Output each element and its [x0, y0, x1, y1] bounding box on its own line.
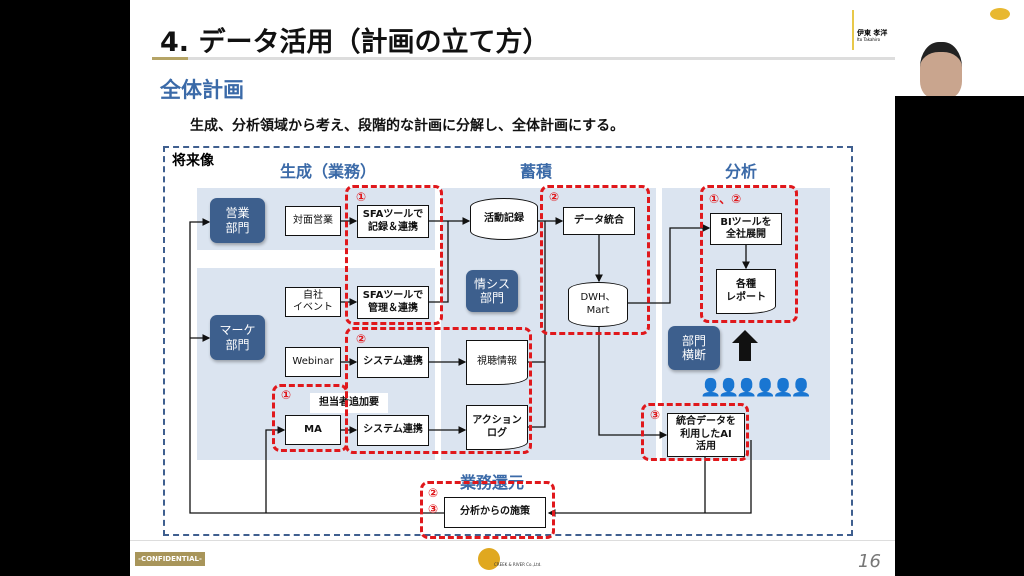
slide-description: 生成、分析領域から考え、段階的な計画に分解し、全体計画にする。	[190, 118, 625, 134]
marker-bi: ①、②	[709, 192, 742, 206]
people-icon: 👤👤👤👤👤👤	[700, 378, 812, 398]
company-name: CREEK & RIVER Co.,Ltd.	[494, 562, 542, 567]
presenter-name-en: Ito Takahiro	[857, 37, 881, 42]
box-bi-tool: BIツールを 全社展開	[710, 213, 782, 245]
page-number: 16	[858, 551, 881, 572]
title-underline-accent	[152, 57, 188, 60]
footer-divider	[130, 540, 895, 541]
future-vision-frame	[163, 146, 853, 536]
label-staff-needed: 担当者追加要	[310, 393, 388, 413]
box-sfa-manage: SFAツールで 管理＆連携	[357, 286, 429, 319]
dept-it: 情シス 部門	[466, 270, 518, 312]
box-data-integration: データ統合	[563, 207, 635, 235]
header-accumulate: 蓄積	[520, 162, 553, 181]
frame-label: 将来像	[172, 153, 214, 169]
marker-syslink: ②	[356, 332, 367, 346]
highlight-system-link	[345, 327, 532, 454]
marker-feedback-2: ②	[428, 486, 439, 500]
highlight-bi	[700, 185, 798, 323]
highlight-ai	[641, 403, 749, 461]
cylinder-activity-log: 活動記録	[470, 198, 538, 240]
box-measures: 分析からの施策	[444, 497, 546, 528]
dept-sales: 営業 部門	[210, 198, 265, 243]
box-ma: MA	[285, 415, 341, 445]
doc-action-log: アクション ログ	[466, 405, 528, 450]
highlight-integration	[540, 185, 650, 335]
highlight-feedback	[420, 481, 555, 539]
box-face-sales: 対面営業	[285, 206, 341, 236]
marker-ma: ①	[281, 388, 292, 402]
header-generate: 生成（業務）	[280, 162, 377, 181]
box-sfa-record: SFAツールで 記録＆連携	[357, 205, 429, 238]
marker-ai: ③	[650, 408, 661, 422]
highlight-sfa	[345, 185, 443, 325]
cylinder-dwh-mart: DWH、 Mart	[568, 282, 628, 327]
up-arrow-icon	[732, 330, 758, 361]
doc-viewing-info: 視聴情報	[466, 340, 528, 385]
marker-feedback-3: ③	[428, 502, 439, 516]
marker-sfa: ①	[356, 190, 367, 204]
box-webinar: Webinar	[285, 347, 341, 377]
marker-integration: ②	[549, 190, 560, 204]
box-ai-usage: 統合データを 利用したAI 活用	[667, 413, 745, 457]
presenter-name: 伊東 孝洋	[857, 29, 888, 37]
title-underline	[188, 57, 895, 60]
company-logo	[990, 8, 1010, 20]
section-title: 全体計画	[160, 78, 244, 102]
dept-cross: 部門 横断	[668, 326, 720, 370]
box-own-event: 自社 イベント	[285, 287, 341, 317]
confidential-badge: -CONFIDENTIAL-	[135, 552, 205, 566]
doc-reports: 各種 レポート	[716, 269, 776, 314]
box-system-link-1: システム連携	[357, 347, 429, 378]
slide-title: 4. データ活用（計画の立て方）	[160, 27, 550, 58]
webcam-video	[895, 40, 1024, 96]
highlight-ma	[272, 384, 348, 452]
box-system-link-2: システム連携	[357, 415, 429, 446]
dept-marketing: マーケ 部門	[210, 315, 265, 360]
company-logo-mark	[478, 548, 500, 570]
header-analyze: 分析	[725, 162, 758, 181]
